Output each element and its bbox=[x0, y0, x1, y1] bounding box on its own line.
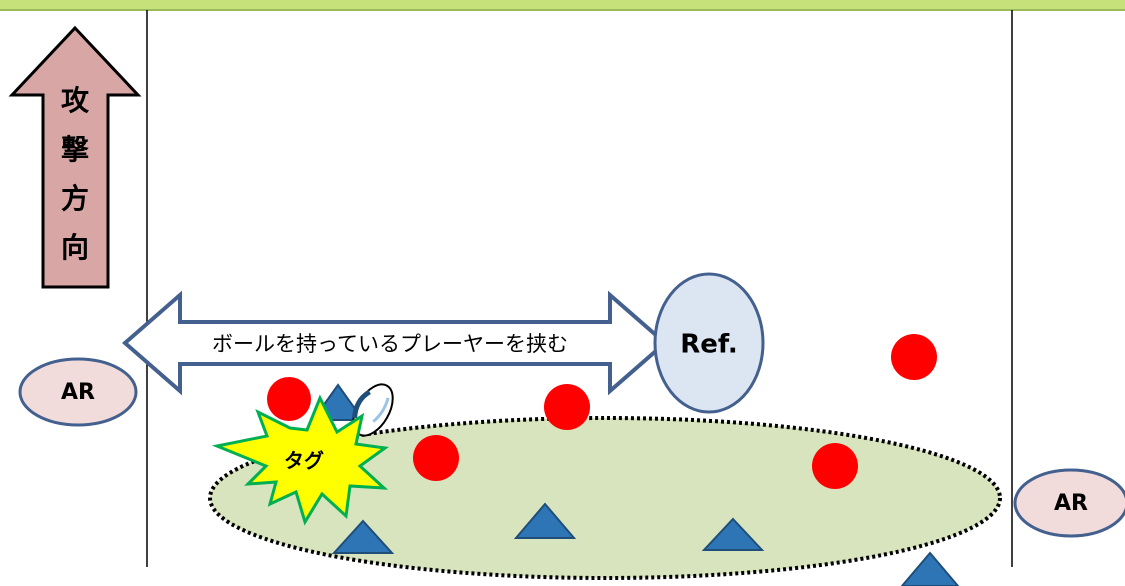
ball-stripe bbox=[352, 389, 371, 419]
ball-highlight bbox=[372, 397, 390, 423]
referee: Ref. bbox=[653, 272, 765, 414]
ar-right-label: AR bbox=[1054, 491, 1088, 516]
header-band bbox=[0, 0, 1125, 10]
referee-label: Ref. bbox=[680, 330, 737, 360]
assistant-referee-right: AR bbox=[1013, 468, 1125, 538]
attack-direction-char: 方 bbox=[61, 182, 89, 215]
red-player-marker bbox=[413, 435, 459, 481]
blue-player-marker bbox=[513, 502, 577, 539]
attack-direction-char: 向 bbox=[61, 231, 89, 264]
attack-direction-char: 攻 bbox=[61, 84, 90, 117]
tag-burst-label: タグ bbox=[284, 449, 324, 473]
referee-circle bbox=[653, 272, 765, 414]
tag-zone bbox=[208, 416, 1002, 580]
ar-left-ellipse bbox=[18, 357, 138, 427]
red-player-marker bbox=[812, 443, 858, 489]
ar-right-ellipse bbox=[1013, 468, 1125, 538]
ar-left-label: AR bbox=[61, 380, 95, 405]
attack-direction-arrow: 攻 撃 方 向 bbox=[8, 25, 142, 289]
attack-arrow-shape bbox=[8, 25, 142, 289]
assistant-referee-left: AR bbox=[18, 357, 138, 427]
red-player-marker bbox=[267, 377, 311, 421]
red-player-marker bbox=[891, 334, 937, 380]
tag-burst: タグ bbox=[211, 394, 389, 526]
double-headed-arrow: ボールを持っているプレーヤーを挟む bbox=[121, 290, 669, 396]
attack-direction-char: 撃 bbox=[61, 133, 89, 166]
tag-burst-shape bbox=[211, 394, 389, 526]
rugby-ball-icon bbox=[352, 383, 394, 437]
blue-player-marker bbox=[900, 551, 960, 586]
double-arrow-label: ボールを持っているプレーヤーを挟む bbox=[212, 332, 568, 356]
red-player-marker bbox=[544, 384, 590, 430]
blue-player-marker bbox=[701, 517, 765, 551]
blue-player-marker bbox=[331, 519, 395, 554]
